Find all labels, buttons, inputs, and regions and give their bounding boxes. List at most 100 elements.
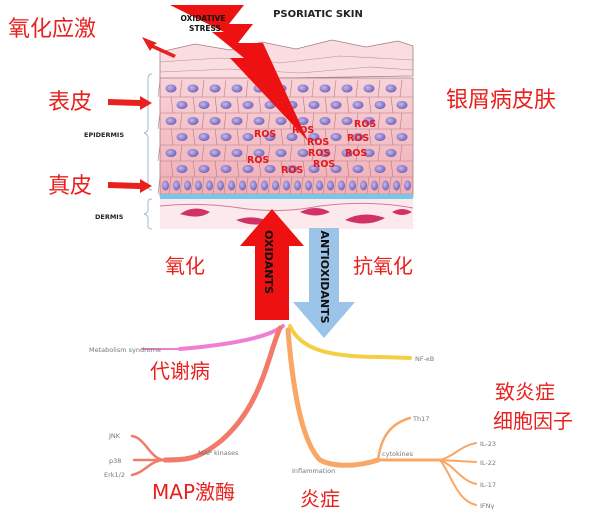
- cell-wall: [234, 176, 238, 195]
- cell-wall: [168, 176, 172, 195]
- cell-wall: [333, 176, 337, 195]
- arrow-to-epidermis-icon: [108, 96, 152, 110]
- cell-nucleus: [220, 101, 232, 109]
- cell-nucleus: [396, 133, 408, 141]
- cell-nucleus: [374, 165, 386, 173]
- cell-wall: [179, 112, 183, 130]
- cell-wall: [311, 144, 315, 162]
- cell-wall: [289, 144, 293, 162]
- cell-wall: [192, 160, 196, 178]
- cell-nucleus: [363, 149, 375, 157]
- cell-wall: [170, 128, 174, 146]
- cell-nucleus: [173, 180, 180, 191]
- cell-nucleus: [187, 117, 199, 125]
- cell-wall: [201, 79, 205, 98]
- cell-wall: [355, 79, 359, 98]
- cell-nucleus: [308, 133, 320, 141]
- ros-label: ROS: [308, 148, 330, 159]
- p38-label: p38: [109, 457, 121, 465]
- cell-wall: [280, 128, 284, 146]
- cell-wall: [399, 144, 403, 162]
- cell-wall: [157, 144, 161, 162]
- map-kinase-annotation: MAP激酶: [152, 480, 235, 504]
- cell-wall: [399, 79, 403, 98]
- cell-nucleus: [352, 165, 364, 173]
- cell-nucleus: [176, 133, 188, 141]
- cell-wall: [333, 144, 337, 162]
- cell-wall: [377, 176, 381, 195]
- cell-wall: [236, 160, 240, 178]
- ros-label: ROS: [254, 129, 276, 140]
- cell-wall: [302, 160, 306, 178]
- cell-nucleus: [349, 180, 356, 191]
- cell-wall: [311, 176, 315, 195]
- inflammation-annotation: 炎症: [300, 487, 340, 511]
- cell-nucleus: [272, 180, 279, 191]
- cell-wall: [214, 128, 218, 146]
- cell-nucleus: [275, 117, 287, 125]
- cell-wall: [399, 112, 403, 130]
- cell-nucleus: [187, 149, 199, 157]
- cell-nucleus: [176, 101, 188, 109]
- cell-wall: [214, 160, 218, 178]
- cell-wall: [179, 79, 183, 98]
- cell-wall: [377, 112, 381, 130]
- epidermis-annotation: 表皮: [48, 90, 93, 115]
- cell-wall: [201, 112, 205, 130]
- cell-wall: [223, 144, 227, 162]
- cytokine-annotation-line1: 致炎症: [495, 380, 555, 404]
- oxidants-label: OXIDANTS: [262, 230, 275, 294]
- oxidative-stress-bolt: [170, 5, 308, 141]
- cell-nucleus: [184, 180, 191, 191]
- cell-nucleus: [198, 133, 210, 141]
- cell-wall: [300, 176, 304, 195]
- cell-wall: [390, 128, 394, 146]
- oxidative-stress-annotation: 氧化应激: [8, 17, 97, 42]
- cell-nucleus: [363, 117, 375, 125]
- cell-wall: [245, 112, 249, 130]
- layer-brackets: [143, 73, 153, 230]
- cell-nucleus: [396, 101, 408, 109]
- metabolism-syndrome-label: Metabolism syndrome: [89, 346, 161, 354]
- cell-wall: [355, 112, 359, 130]
- cell-nucleus: [374, 101, 386, 109]
- cell-wall: [366, 176, 370, 195]
- map-kinases-label: MAP kinases: [198, 449, 239, 457]
- cell-wall: [223, 112, 227, 130]
- cell-wall: [201, 144, 205, 162]
- cell-wall: [157, 79, 161, 98]
- cell-nucleus: [352, 133, 364, 141]
- cell-nucleus: [165, 117, 177, 125]
- cell-wall: [324, 128, 328, 146]
- cell-nucleus: [261, 180, 268, 191]
- cell-nucleus: [250, 180, 257, 191]
- callout-arrows: [108, 37, 176, 193]
- cell-nucleus: [209, 84, 221, 93]
- cell-wall: [179, 144, 183, 162]
- cell-wall: [245, 176, 249, 195]
- cell-nucleus: [242, 133, 254, 141]
- ros-label: ROS: [313, 159, 335, 170]
- cell-nucleus: [308, 165, 320, 173]
- cell-wall: [212, 176, 216, 195]
- cell-wall: [258, 96, 262, 114]
- cell-nucleus: [341, 149, 353, 157]
- cell-nucleus: [162, 180, 169, 191]
- cell-nucleus: [176, 165, 188, 173]
- cell-nucleus: [220, 165, 232, 173]
- inflammation-label: Inflammation: [292, 467, 335, 475]
- cell-nucleus: [242, 101, 254, 109]
- cell-nucleus: [305, 180, 312, 191]
- cell-wall: [368, 160, 372, 178]
- cell-wall: [258, 128, 262, 146]
- cell-wall: [170, 160, 174, 178]
- nfkb-branch: [288, 324, 412, 360]
- cell-nucleus: [360, 180, 367, 191]
- cell-wall: [201, 176, 205, 195]
- cell-wall: [377, 144, 381, 162]
- cell-wall: [179, 176, 183, 195]
- cell-wall: [192, 96, 196, 114]
- pathway-labels: Metabolism syndrome NF-κB JNK p38 Erk1/2…: [89, 346, 496, 510]
- mapk-branch: [162, 325, 283, 463]
